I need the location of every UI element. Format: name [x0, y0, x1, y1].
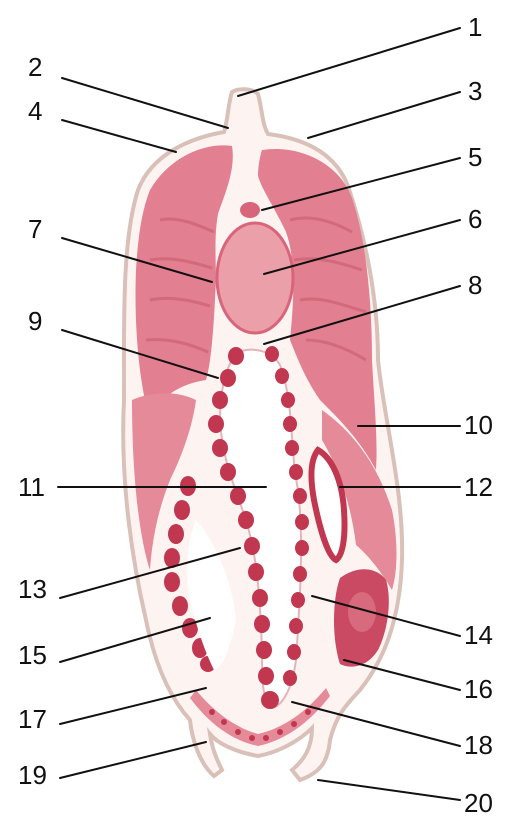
- label-13: 13: [18, 574, 47, 604]
- label-2: 2: [28, 52, 42, 82]
- label-9: 9: [28, 306, 42, 336]
- dorsal-vessel: [240, 202, 260, 218]
- label-19: 19: [18, 760, 47, 790]
- label-6: 6: [468, 204, 482, 234]
- label-12: 12: [464, 472, 493, 502]
- label-8: 8: [468, 270, 482, 300]
- label-16: 16: [464, 674, 493, 704]
- leader-19: [60, 742, 206, 778]
- label-3: 3: [468, 76, 482, 106]
- label-1: 1: [468, 12, 482, 42]
- leader-20: [318, 780, 460, 800]
- label-14: 14: [464, 620, 493, 650]
- leader-4: [62, 120, 176, 152]
- label-17: 17: [18, 704, 47, 734]
- label-10: 10: [464, 410, 493, 440]
- label-20: 20: [464, 788, 493, 818]
- leader-1: [238, 28, 460, 96]
- label-11: 11: [18, 472, 45, 502]
- label-7: 7: [28, 214, 42, 244]
- leader-2: [62, 78, 228, 128]
- central-organ: [217, 223, 293, 333]
- leader-3: [308, 92, 460, 138]
- label-5: 5: [468, 142, 482, 172]
- label-18: 18: [464, 730, 493, 760]
- label-4: 4: [28, 96, 42, 126]
- label-15: 15: [18, 640, 47, 670]
